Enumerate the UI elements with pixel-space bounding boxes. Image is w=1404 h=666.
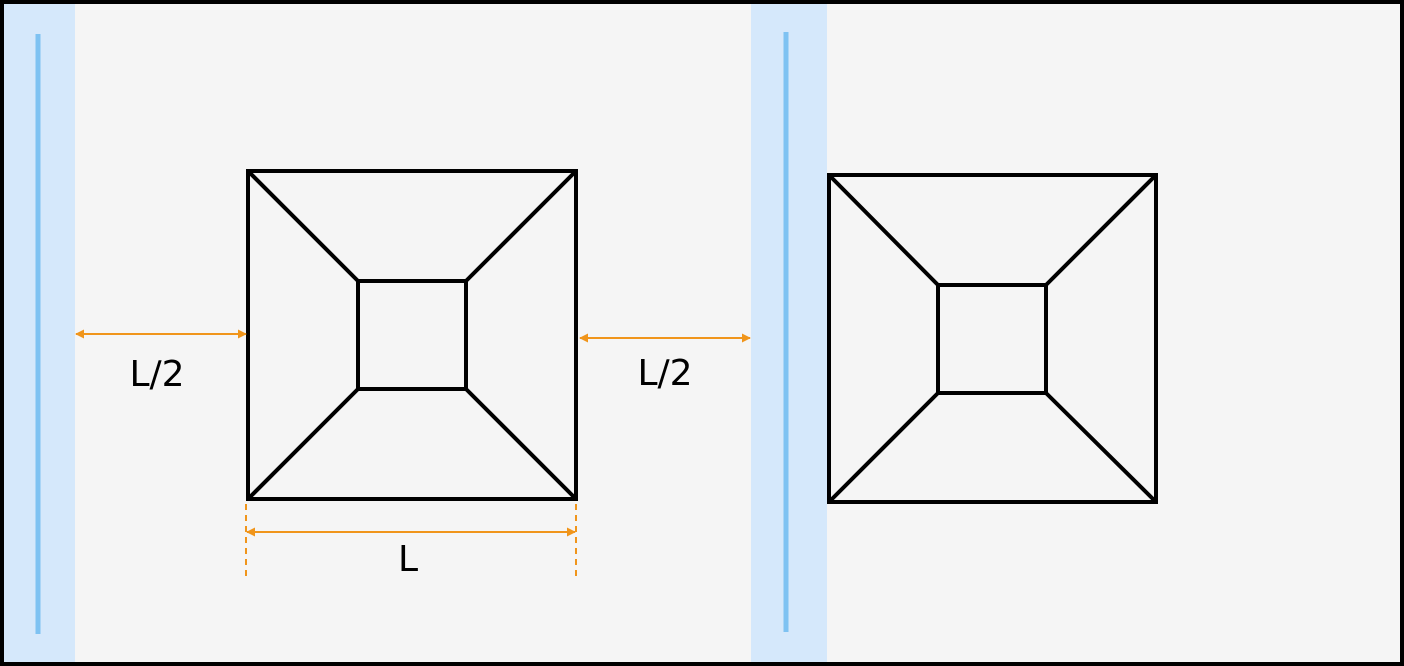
left-square: [246, 169, 578, 501]
right-square: [827, 173, 1158, 504]
right-square-diagonal: [1044, 391, 1158, 504]
width-label: L: [398, 539, 418, 580]
left-gap-label: L/2: [129, 354, 184, 395]
right-gap-label: L/2: [637, 353, 692, 394]
left-square-diagonal: [246, 387, 360, 501]
right-square-outer: [827, 173, 1158, 504]
left-square-diagonal: [464, 387, 578, 501]
left-square-diagonal: [464, 169, 578, 283]
left-square-inner: [356, 279, 468, 391]
right-square-diagonal: [827, 391, 940, 504]
right-square-inner: [936, 283, 1048, 395]
middle-column-band: [751, 4, 827, 662]
left-square-outer: [246, 169, 578, 501]
left-square-diagonal: [246, 169, 360, 283]
right-square-diagonal: [1044, 173, 1158, 287]
right-square-diagonal: [827, 173, 940, 287]
